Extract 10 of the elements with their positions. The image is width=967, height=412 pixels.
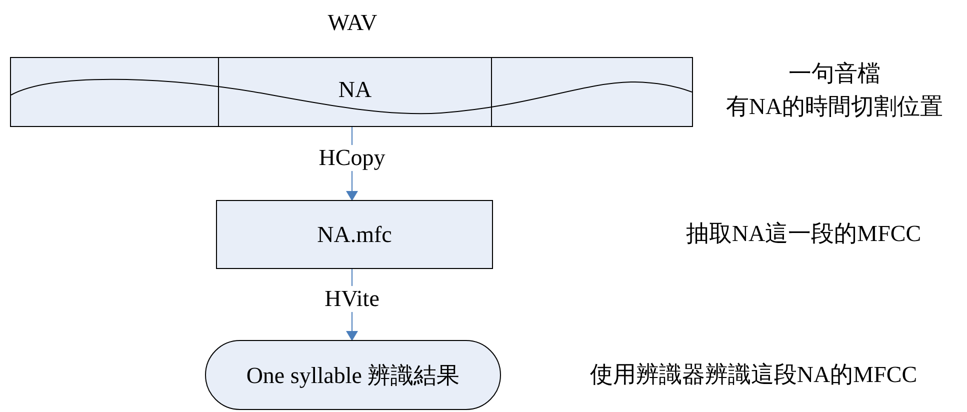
result-terminal: One syllable 辨識結果: [205, 340, 501, 410]
segment-box: NA: [218, 57, 492, 127]
edge-label: HVite: [322, 286, 382, 312]
process-box: NA.mfc: [216, 200, 493, 269]
note-text: 使用辨識器辨識這段NA的MFCC: [588, 361, 918, 389]
note-text: 有NA的時間切割位置: [724, 93, 944, 121]
note-text: 一句音檔: [788, 60, 882, 88]
note-text: 抽取NA這一段的MFCC: [684, 220, 922, 248]
edge-label: HCopy: [316, 144, 388, 170]
strip-title: WAV: [326, 10, 378, 36]
